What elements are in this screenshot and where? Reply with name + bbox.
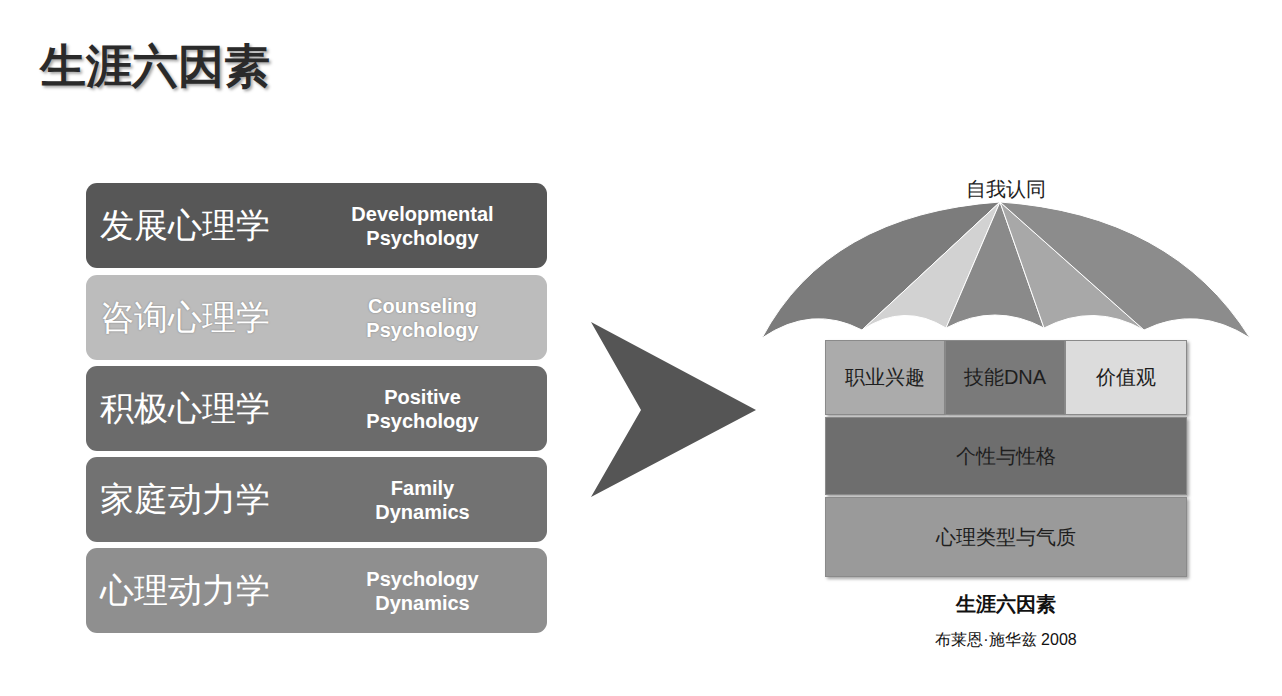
english-name: Positive Psychology — [344, 385, 501, 433]
chinese-name: 咨询心理学 — [100, 295, 270, 341]
factor-box: 个性与性格 — [825, 417, 1187, 495]
page-title: 生涯六因素 — [40, 36, 270, 98]
umbrella-panel — [1000, 202, 1250, 338]
factor-label: 个性与性格 — [956, 443, 1056, 470]
factor-label: 价值观 — [1096, 364, 1156, 391]
factor-box: 技能DNA — [945, 340, 1065, 415]
umbrella-shape: 自我认同 — [758, 172, 1254, 342]
chevron-arrow — [591, 322, 756, 497]
discipline-box: 心理动力学 Psychology Dynamics — [86, 548, 547, 633]
factor-label: 心理类型与气质 — [936, 524, 1076, 551]
discipline-box: 家庭动力学 Family Dynamics — [86, 457, 547, 542]
caption: 生涯六因素 — [906, 591, 1106, 618]
factor-box: 价值观 — [1065, 340, 1187, 415]
discipline-box: 积极心理学 Positive Psychology — [86, 366, 547, 451]
chinese-name: 心理动力学 — [100, 568, 270, 614]
english-name: Developmental Psychology — [344, 202, 501, 250]
factor-label: 技能DNA — [964, 364, 1046, 391]
discipline-box: 咨询心理学 Counseling Psychology — [86, 275, 547, 360]
factor-box: 心理类型与气质 — [825, 497, 1187, 577]
english-name: Family Dynamics — [344, 476, 501, 524]
factor-label: 职业兴趣 — [845, 364, 925, 391]
english-name: Counseling Psychology — [344, 294, 501, 342]
author-note: 布莱恩·施华兹 2008 — [906, 630, 1106, 651]
factor-box: 职业兴趣 — [825, 340, 945, 415]
english-name: Psychology Dynamics — [344, 567, 501, 615]
chinese-name: 发展心理学 — [100, 203, 270, 249]
umbrella-label: 自我认同 — [758, 176, 1254, 203]
discipline-box: 发展心理学 Developmental Psychology — [86, 183, 547, 268]
chinese-name: 积极心理学 — [100, 386, 270, 432]
chinese-name: 家庭动力学 — [100, 477, 270, 523]
